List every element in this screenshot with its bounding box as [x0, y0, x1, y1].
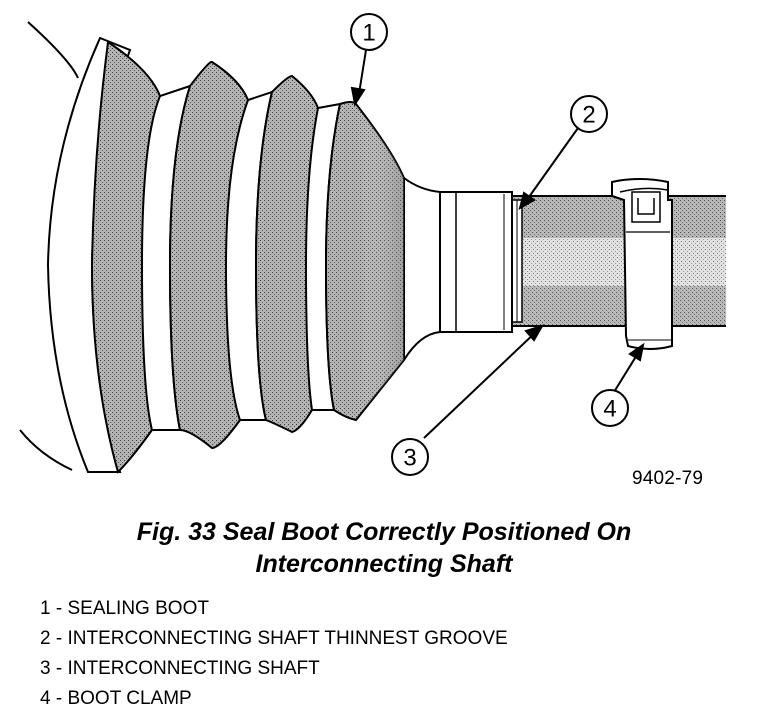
callout-3-label: 3: [403, 445, 416, 472]
caption-line-2: Interconnecting Shaft: [255, 550, 513, 578]
callout-1: 1: [350, 13, 388, 51]
legend: 1 - SEALING BOOT 2 - INTERCONNECTING SHA…: [40, 594, 508, 714]
callout-4-label: 4: [603, 396, 616, 423]
sealing-boot: [46, 36, 405, 474]
caption-line-1: Fig. 33 Seal Boot Correctly Positioned O…: [136, 518, 632, 546]
leader-lines: [350, 49, 645, 439]
callout-4: 4: [591, 389, 629, 427]
legend-number: 2: [40, 628, 51, 649]
boot-outer-edge: [19, 21, 79, 471]
callout-3: 3: [391, 438, 429, 476]
legend-text: INTERCONNECTING SHAFT: [67, 658, 320, 679]
callout-2-label: 2: [582, 102, 595, 129]
legend-text: SEALING BOOT: [67, 598, 209, 619]
boot-neck: [403, 177, 513, 361]
callout-2: 2: [570, 95, 608, 133]
legend-item: 2 - INTERCONNECTING SHAFT THINNEST GROOV…: [40, 628, 508, 649]
legend-text: INTERCONNECTING SHAFT THINNEST GROOVE: [67, 628, 508, 649]
legend-item: 4 - BOOT CLAMP: [40, 688, 192, 709]
legend-item: 1 - SEALING BOOT: [40, 598, 209, 619]
legend-item: 3 - INTERCONNECTING SHAFT: [40, 658, 320, 679]
interconnecting-shaft: [512, 195, 726, 327]
legend-text: BOOT CLAMP: [67, 688, 192, 709]
shaft-thinnest-groove: [511, 199, 523, 323]
figure-caption: Fig. 33 Seal Boot Correctly Positioned O…: [0, 516, 768, 580]
legend-number: 3: [40, 658, 51, 679]
figure-number: 9402-79: [632, 468, 704, 489]
legend-number: 1: [40, 598, 51, 619]
callout-1-label: 1: [362, 20, 375, 47]
boot-clamp: [611, 178, 673, 350]
legend-number: 4: [40, 688, 51, 709]
seal-boot-illustration: 1 2 3 4: [19, 13, 726, 476]
